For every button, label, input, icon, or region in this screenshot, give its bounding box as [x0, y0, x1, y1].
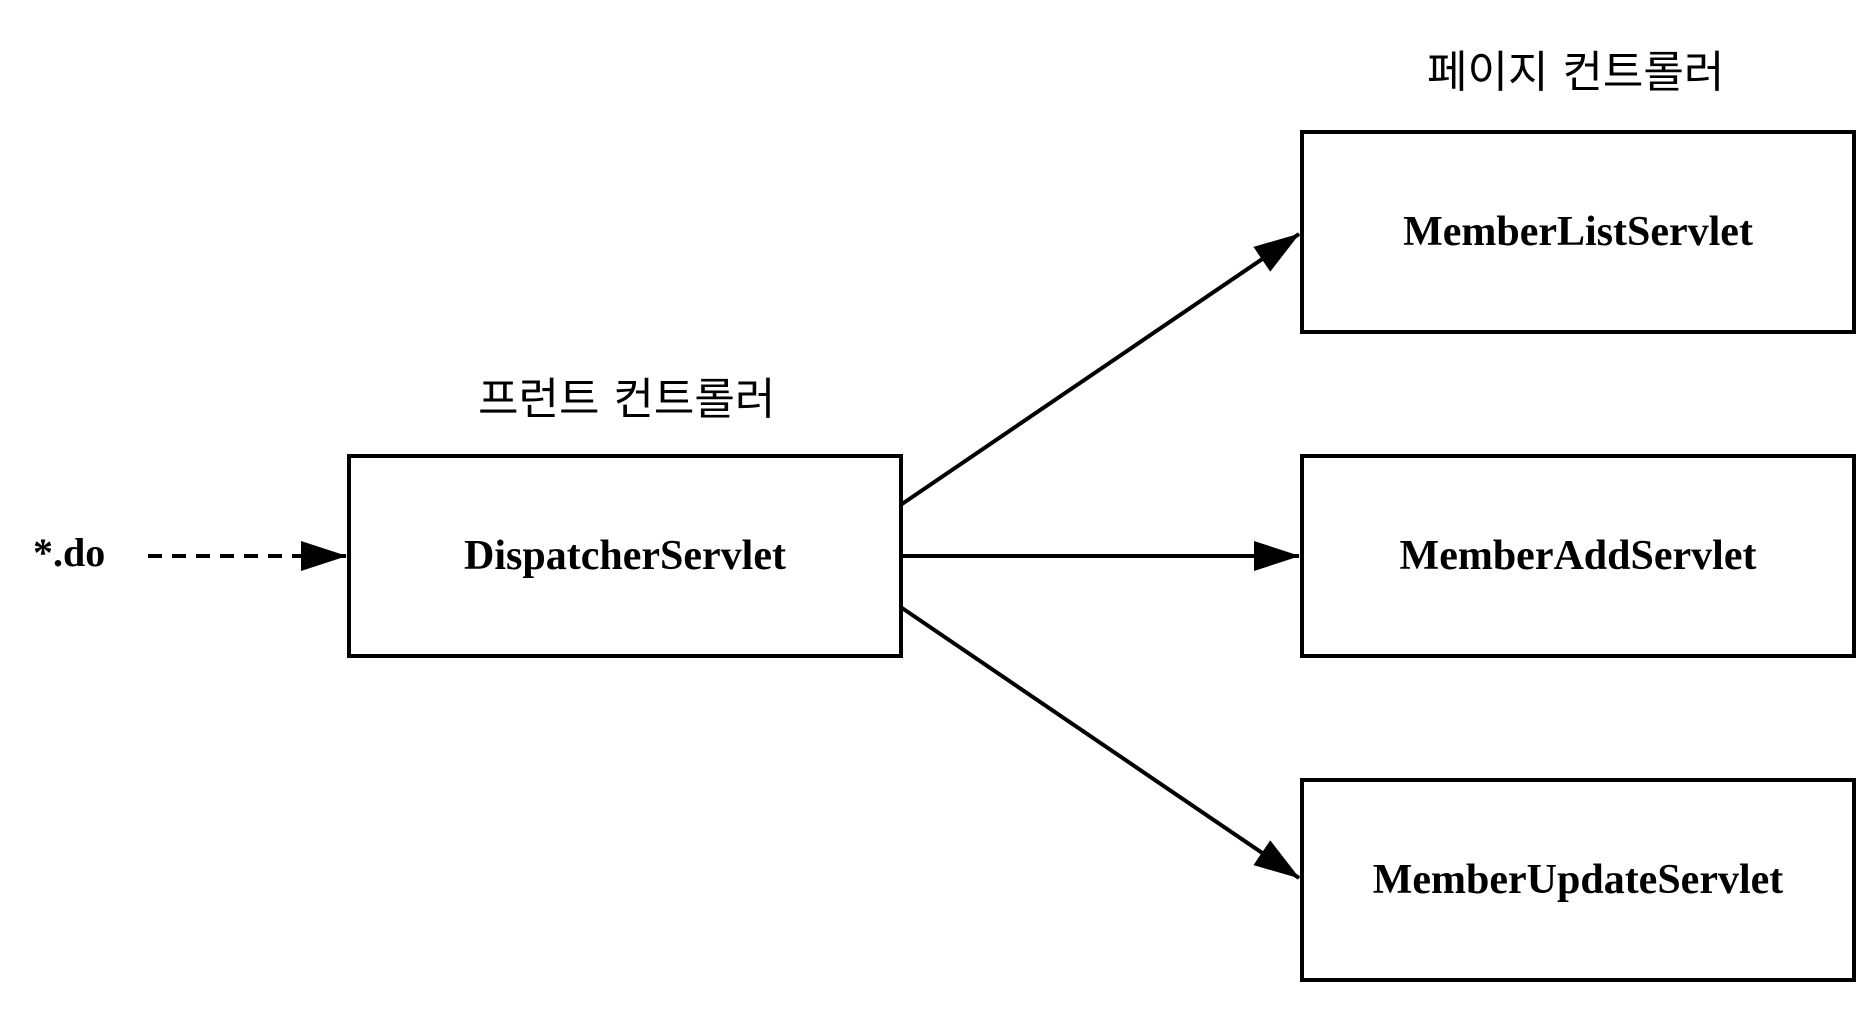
front-controller-heading: 프런트 컨트롤러 [478, 374, 776, 425]
member-list-servlet-box: MemberListServlet [1300, 130, 1856, 334]
input-request-label: *.do [33, 530, 106, 575]
arrow-to-member-update [900, 606, 1301, 880]
member-update-servlet-box: MemberUpdateServlet [1300, 778, 1856, 982]
dispatcher-servlet-box: DispatcherServlet [347, 454, 903, 658]
member-add-servlet-label: MemberAddServlet [1399, 533, 1757, 579]
arrow-to-member-list [900, 232, 1301, 506]
member-list-servlet-label: MemberListServlet [1403, 209, 1753, 255]
dispatcher-servlet-label: DispatcherServlet [464, 533, 786, 579]
member-add-servlet-box: MemberAddServlet [1300, 454, 1856, 658]
page-controller-heading: 페이지 컨트롤러 [1427, 47, 1725, 98]
member-update-servlet-label: MemberUpdateServlet [1372, 857, 1784, 903]
